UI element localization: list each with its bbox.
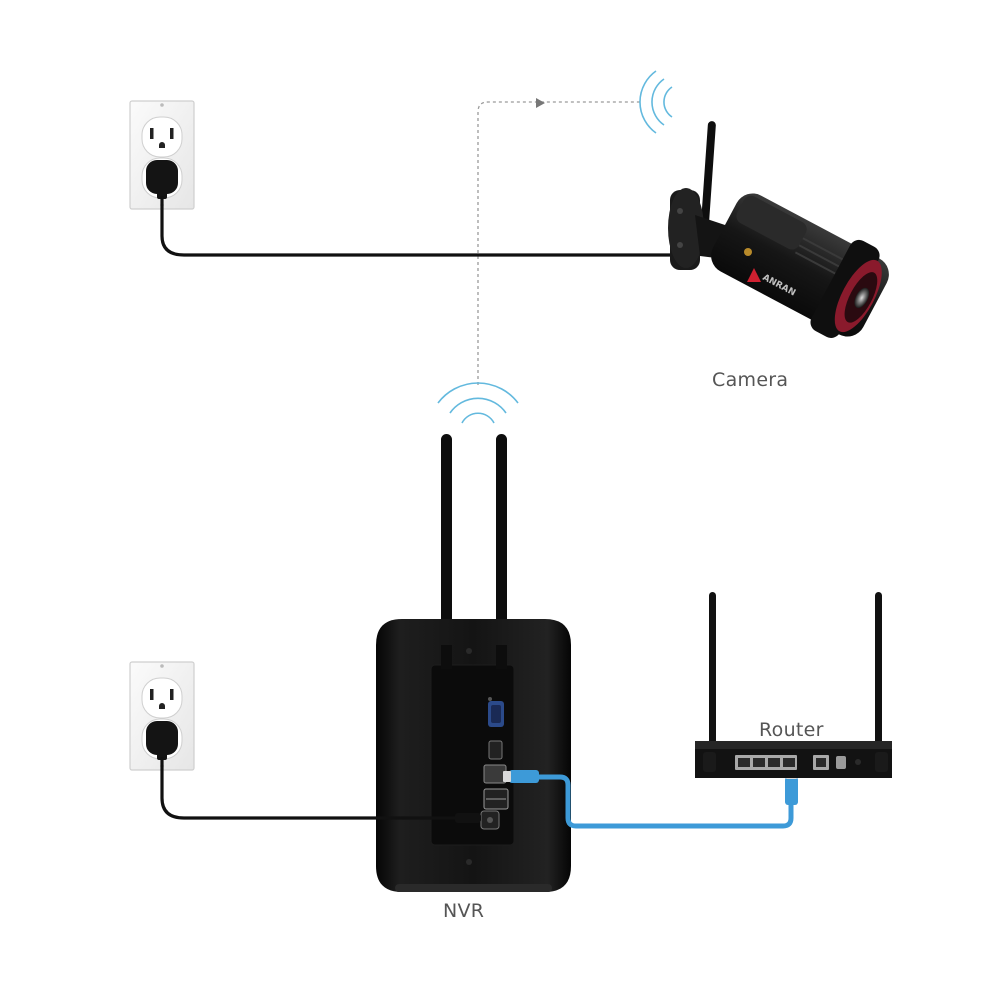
nvr-power-cable	[160, 757, 480, 820]
camera-label: Camera	[712, 369, 789, 391]
wifi-signal-icon	[639, 70, 673, 134]
router-device	[695, 592, 892, 778]
nvr-hdmi-port	[488, 740, 503, 760]
router-antenna-left	[709, 592, 716, 760]
camera-antenna	[700, 121, 716, 236]
wall-outlet-bottom	[129, 661, 195, 771]
router-lan-ports	[735, 755, 797, 770]
power-plug-icon	[146, 721, 178, 760]
arrow-right-icon	[536, 98, 545, 108]
power-plug-icon	[146, 160, 178, 199]
nvr-antenna-right	[496, 434, 507, 654]
ethernet-connector-icon	[503, 770, 539, 783]
nvr-label: NVR	[443, 900, 485, 922]
router-label: Router	[759, 719, 824, 741]
nvr-lan-port	[483, 764, 507, 784]
wall-outlet-top	[129, 100, 195, 210]
nvr-device	[376, 619, 571, 892]
signal-path	[477, 98, 640, 385]
wifi-signal-icon	[437, 382, 519, 424]
ethernet-cable	[503, 770, 798, 829]
camera-device: ANRAN	[668, 121, 889, 338]
router-antenna-right	[875, 592, 882, 760]
nvr-antenna-left	[441, 434, 452, 654]
camera-power-cable	[160, 196, 684, 257]
